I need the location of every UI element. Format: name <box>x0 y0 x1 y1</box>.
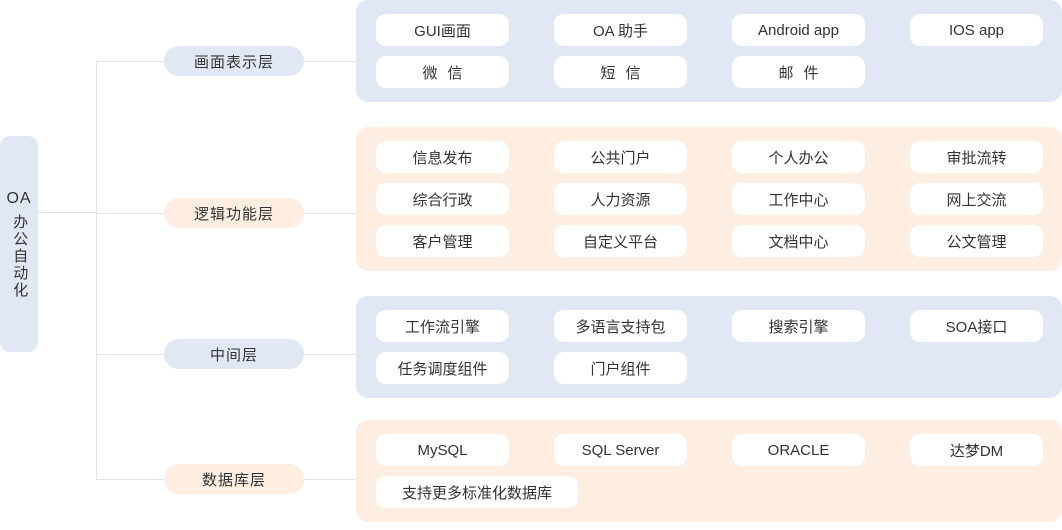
card-item[interactable]: MySQL <box>376 434 509 466</box>
layer-label-logic-text: 逻辑功能层 <box>193 205 274 223</box>
card-item[interactable]: SOA接口 <box>910 310 1043 342</box>
panel-row: 信息发布 公共门户 个人办公 审批流转 <box>376 141 1062 173</box>
card-item[interactable]: SQL Server <box>554 434 687 466</box>
card-item[interactable]: 支持更多标准化数据库 <box>376 476 578 508</box>
connector-label-to-panel-presentation <box>304 61 356 62</box>
panel-row: MySQL SQL Server ORACLE 达梦DM <box>376 434 1062 466</box>
card-item[interactable]: ORACLE <box>732 434 865 466</box>
card-item[interactable]: 微信 <box>376 56 509 88</box>
connector-branch-logic <box>96 213 164 214</box>
card-item[interactable]: 客户管理 <box>376 225 509 257</box>
panel-logic: 信息发布 公共门户 个人办公 审批流转 综合行政 人力资源 工作中心 网上交流 … <box>356 127 1062 271</box>
panel-row: 支持更多标准化数据库 <box>376 476 1062 508</box>
connector-branch-database <box>96 479 164 480</box>
layer-label-middleware-text: 中间层 <box>209 346 258 364</box>
card-item[interactable]: 门户组件 <box>554 352 687 384</box>
card-item[interactable]: 综合行政 <box>376 183 509 215</box>
card-item[interactable]: 审批流转 <box>910 141 1043 173</box>
card-item[interactable]: 网上交流 <box>910 183 1043 215</box>
card-item[interactable]: 达梦DM <box>910 434 1043 466</box>
panel-row: 工作流引擎 多语言支持包 搜索引擎 SOA接口 <box>376 310 1062 342</box>
card-item[interactable]: 邮件 <box>732 56 865 88</box>
layer-label-database-text: 数据库层 <box>201 471 266 489</box>
panel-row: GUI画面 OA 助手 Android app IOS app <box>376 14 1062 46</box>
card-item[interactable]: 工作中心 <box>732 183 865 215</box>
card-item[interactable]: 短信 <box>554 56 687 88</box>
root-node-oa[interactable]: OA 办公自动化 <box>0 136 38 352</box>
card-item[interactable]: 信息发布 <box>376 141 509 173</box>
card-item[interactable]: 多语言支持包 <box>554 310 687 342</box>
card-item[interactable]: GUI画面 <box>376 14 509 46</box>
layer-label-middleware[interactable]: 中间层 <box>164 339 304 369</box>
panel-database: MySQL SQL Server ORACLE 达梦DM 支持更多标准化数据库 <box>356 420 1062 522</box>
card-item[interactable]: 公共门户 <box>554 141 687 173</box>
card-item[interactable]: 人力资源 <box>554 183 687 215</box>
card-item[interactable]: IOS app <box>910 14 1043 46</box>
connector-root-stem <box>38 212 96 213</box>
layer-label-database[interactable]: 数据库层 <box>164 464 304 494</box>
panel-row: 微信 短信 邮件 <box>376 56 1062 88</box>
card-item[interactable]: 任务调度组件 <box>376 352 509 384</box>
panel-presentation: GUI画面 OA 助手 Android app IOS app 微信 短信 邮件 <box>356 0 1062 102</box>
connector-label-to-panel-logic <box>304 213 356 214</box>
card-item[interactable]: 工作流引擎 <box>376 310 509 342</box>
root-node-abbr: OA <box>6 189 32 207</box>
card-item[interactable]: OA 助手 <box>554 14 687 46</box>
layer-label-logic[interactable]: 逻辑功能层 <box>164 198 304 228</box>
panel-middleware: 工作流引擎 多语言支持包 搜索引擎 SOA接口 任务调度组件 门户组件 <box>356 296 1062 398</box>
panel-row: 客户管理 自定义平台 文档中心 公文管理 <box>376 225 1062 257</box>
card-item[interactable]: 搜索引擎 <box>732 310 865 342</box>
connector-trunk <box>96 61 97 480</box>
connector-branch-middleware <box>96 354 164 355</box>
connector-label-to-panel-database <box>304 479 356 480</box>
layer-label-presentation[interactable]: 画面表示层 <box>164 46 304 76</box>
connector-label-to-panel-middleware <box>304 354 356 355</box>
card-item[interactable]: 公文管理 <box>910 225 1043 257</box>
root-node-vertical-label: 办公自动化 <box>11 214 29 300</box>
card-item[interactable]: 个人办公 <box>732 141 865 173</box>
connector-branch-presentation <box>96 61 164 62</box>
card-item[interactable]: Android app <box>732 14 865 46</box>
panel-row: 综合行政 人力资源 工作中心 网上交流 <box>376 183 1062 215</box>
layer-label-presentation-text: 画面表示层 <box>193 53 274 71</box>
panel-row: 任务调度组件 门户组件 <box>376 352 1062 384</box>
card-item[interactable]: 自定义平台 <box>554 225 687 257</box>
card-item[interactable]: 文档中心 <box>732 225 865 257</box>
